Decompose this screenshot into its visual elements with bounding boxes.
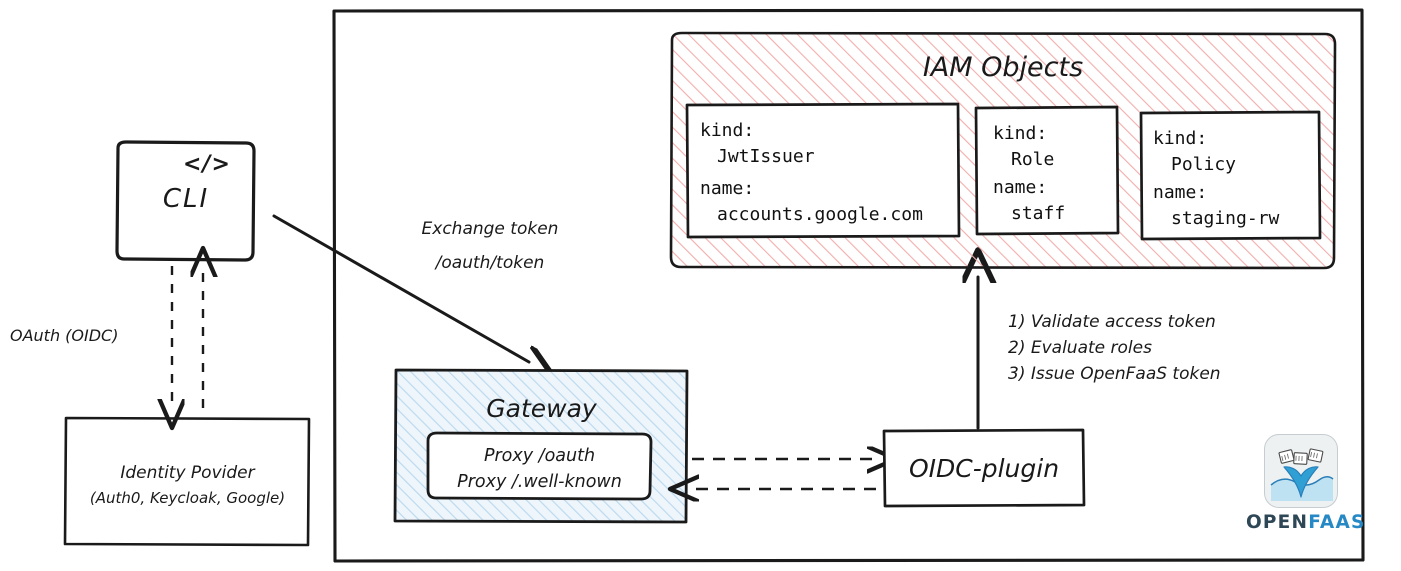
gateway-node[interactable] — [393, 368, 689, 524]
exchange-token-edge — [272, 214, 529, 362]
outer-boundary — [332, 8, 1365, 563]
cli-node[interactable] — [115, 140, 256, 262]
gateway-plugin-edges — [692, 459, 876, 489]
openfaas-logo: OPENFAAS — [1246, 434, 1364, 533]
identity-provider-node[interactable] — [63, 416, 311, 547]
oauth-edge — [172, 266, 203, 408]
iam-object-box[interactable] — [685, 102, 961, 239]
openfaas-word-faas: FAAS — [1308, 512, 1366, 533]
openfaas-whale-icon — [1264, 434, 1338, 508]
openfaas-wordmark: OPENFAAS — [1246, 512, 1364, 533]
iam-object-box[interactable] — [974, 105, 1120, 236]
gateway-proxy-subbox — [426, 431, 653, 501]
openfaas-word-open: OPEN — [1246, 512, 1309, 533]
oidc-plugin-node[interactable] — [882, 428, 1086, 508]
iam-object-box[interactable] — [1139, 110, 1322, 241]
openfaas-whale-svg — [1270, 448, 1334, 501]
